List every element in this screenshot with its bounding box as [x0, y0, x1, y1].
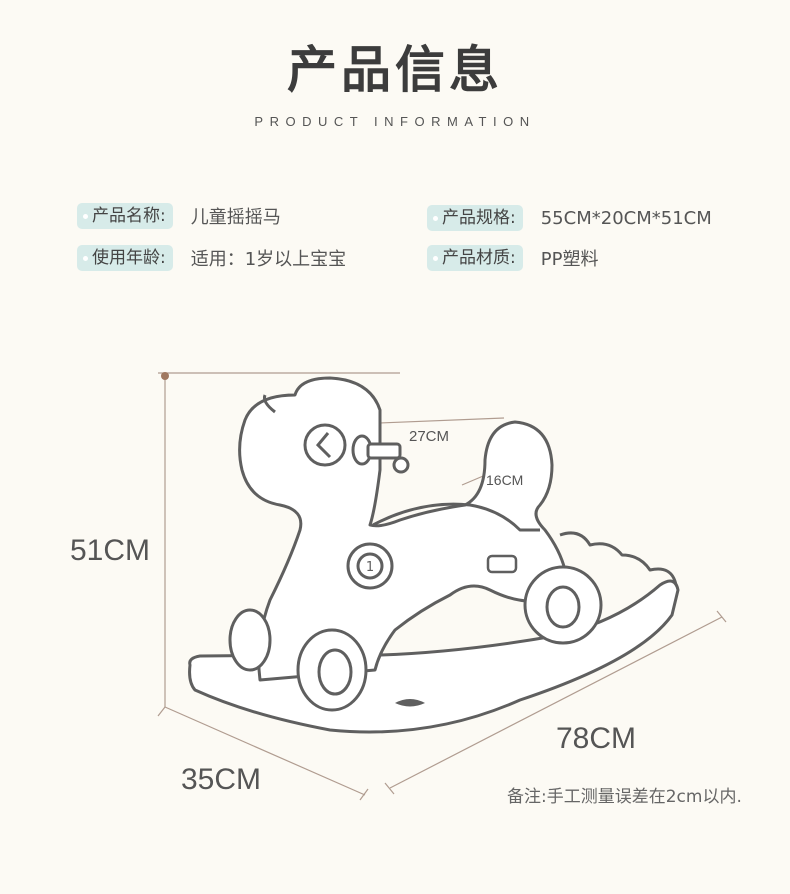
- nameplate-icon: [486, 554, 518, 574]
- info-spec-row: 产品规格: 55CM*20CM*51CM: [427, 205, 712, 231]
- info-material-label: 产品材质:: [427, 245, 523, 271]
- height-dimension: 51CM: [70, 534, 151, 567]
- bullet-icon: [433, 255, 438, 261]
- body-emblem: [346, 542, 394, 590]
- horse-eye: [303, 423, 347, 467]
- emblem-number-icon: 1: [366, 560, 374, 575]
- page-title: 产品信息: [287, 41, 503, 99]
- depth-dimension: 35CM: [181, 763, 262, 796]
- measurement-note: 备注:手工测量误差在2cm以内.: [507, 787, 742, 807]
- info-age-row: 使用年龄: 适用：1岁以上宝宝: [77, 245, 346, 271]
- info-spec-label: 产品规格:: [427, 205, 523, 231]
- neck-dimension: 27CM: [409, 428, 450, 445]
- info-name-label-text: 产品名称:: [92, 206, 166, 226]
- info-age-value: 适用：1岁以上宝宝: [190, 249, 347, 270]
- length-dimension: 78CM: [556, 722, 637, 755]
- info-name-value: 儿童摇摇马: [190, 207, 281, 228]
- info-material-label-text: 产品材质:: [442, 248, 516, 268]
- seat-dimension: 16CM: [486, 472, 524, 488]
- info-age-label-text: 使用年龄:: [92, 248, 166, 268]
- page-subtitle: PRODUCT INFORMATION: [254, 114, 536, 129]
- info-name-row: 产品名称: 儿童摇摇马: [77, 203, 281, 229]
- info-spec-value: 55CM*20CM*51CM: [540, 207, 712, 229]
- handle: [351, 434, 410, 474]
- horse-body: [238, 376, 567, 682]
- bullet-icon: [83, 255, 88, 261]
- wheels: [228, 565, 603, 712]
- corner-marker-icon: [161, 372, 169, 380]
- base-logo-icon: [395, 699, 425, 707]
- info-material-value: PP塑料: [540, 249, 599, 270]
- bullet-icon: [433, 215, 438, 221]
- info-age-label: 使用年龄:: [77, 245, 173, 271]
- dimension-lines: [157, 372, 727, 801]
- bullet-icon: [83, 213, 88, 219]
- info-name-label: 产品名称:: [77, 203, 173, 229]
- info-spec-label-text: 产品规格:: [442, 208, 516, 228]
- info-material-row: 产品材质: PP塑料: [427, 245, 598, 271]
